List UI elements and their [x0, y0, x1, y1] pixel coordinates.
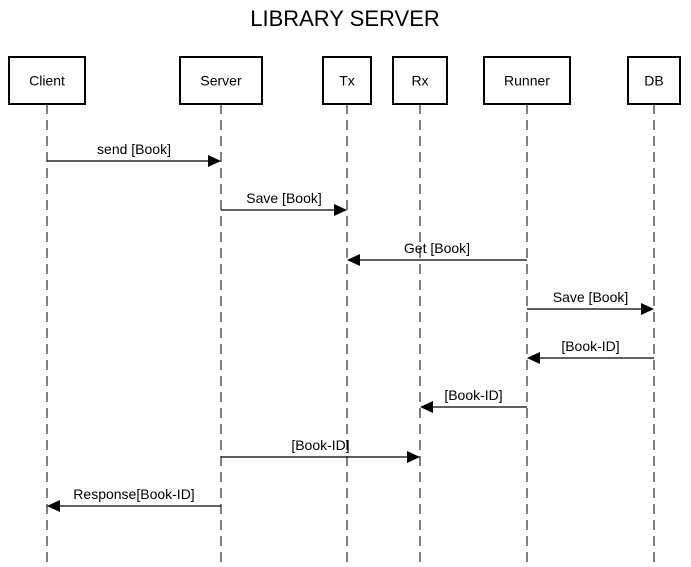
lifelines — [46, 104, 655, 563]
message-label: [Book-ID] — [561, 338, 619, 354]
message-label: Response[Book-ID] — [73, 486, 194, 502]
actor-label-tx: Tx — [339, 73, 355, 89]
arrowhead — [420, 401, 433, 413]
message-label: [Book-ID] — [291, 437, 349, 453]
message: Save [Book] — [527, 289, 654, 315]
message: Response[Book-ID] — [47, 486, 221, 512]
message-label: send [Book] — [97, 141, 171, 157]
actor-box-rx — [392, 56, 448, 105]
actor-label-server: Server — [200, 73, 242, 89]
actor-db: DB — [627, 56, 681, 105]
actors: Client Server Tx Rx Runner DB — [8, 56, 681, 105]
arrowhead — [334, 204, 347, 216]
arrowhead — [347, 254, 360, 266]
actor-tx: Tx — [322, 56, 372, 105]
actor-box-db — [627, 56, 681, 105]
arrowhead — [641, 303, 654, 315]
messages: send [Book] Save [Book] Get [Book] Save [Bo… — [47, 141, 654, 512]
arrowhead — [407, 451, 420, 463]
message: [Book-ID] — [221, 437, 420, 463]
message-label: Save [Book] — [553, 289, 629, 305]
actor-label-client: Client — [29, 73, 65, 89]
actor-box-runner — [483, 56, 571, 105]
actor-client: Client — [8, 56, 86, 105]
message-label: Get [Book] — [404, 240, 470, 256]
message: [Book-ID] — [420, 387, 527, 413]
actor-label-rx: Rx — [411, 73, 428, 89]
actor-box-client — [8, 56, 86, 105]
arrowhead — [47, 500, 60, 512]
actor-box-server — [179, 56, 263, 105]
message: Get [Book] — [347, 240, 527, 266]
message: send [Book] — [47, 141, 221, 167]
message: Save [Book] — [221, 190, 347, 216]
diagram-title: LIBRARY SERVER — [250, 6, 440, 31]
arrowhead — [527, 352, 540, 364]
message-label: Save [Book] — [246, 190, 322, 206]
message: [Book-ID] — [527, 338, 654, 364]
actor-rx: Rx — [392, 56, 448, 105]
actor-server: Server — [179, 56, 263, 105]
actor-label-runner: Runner — [504, 73, 550, 89]
actor-label-db: DB — [644, 73, 663, 89]
message-label: [Book-ID] — [444, 387, 502, 403]
arrowhead — [208, 155, 221, 167]
actor-box-tx — [322, 56, 372, 105]
actor-runner: Runner — [483, 56, 571, 105]
